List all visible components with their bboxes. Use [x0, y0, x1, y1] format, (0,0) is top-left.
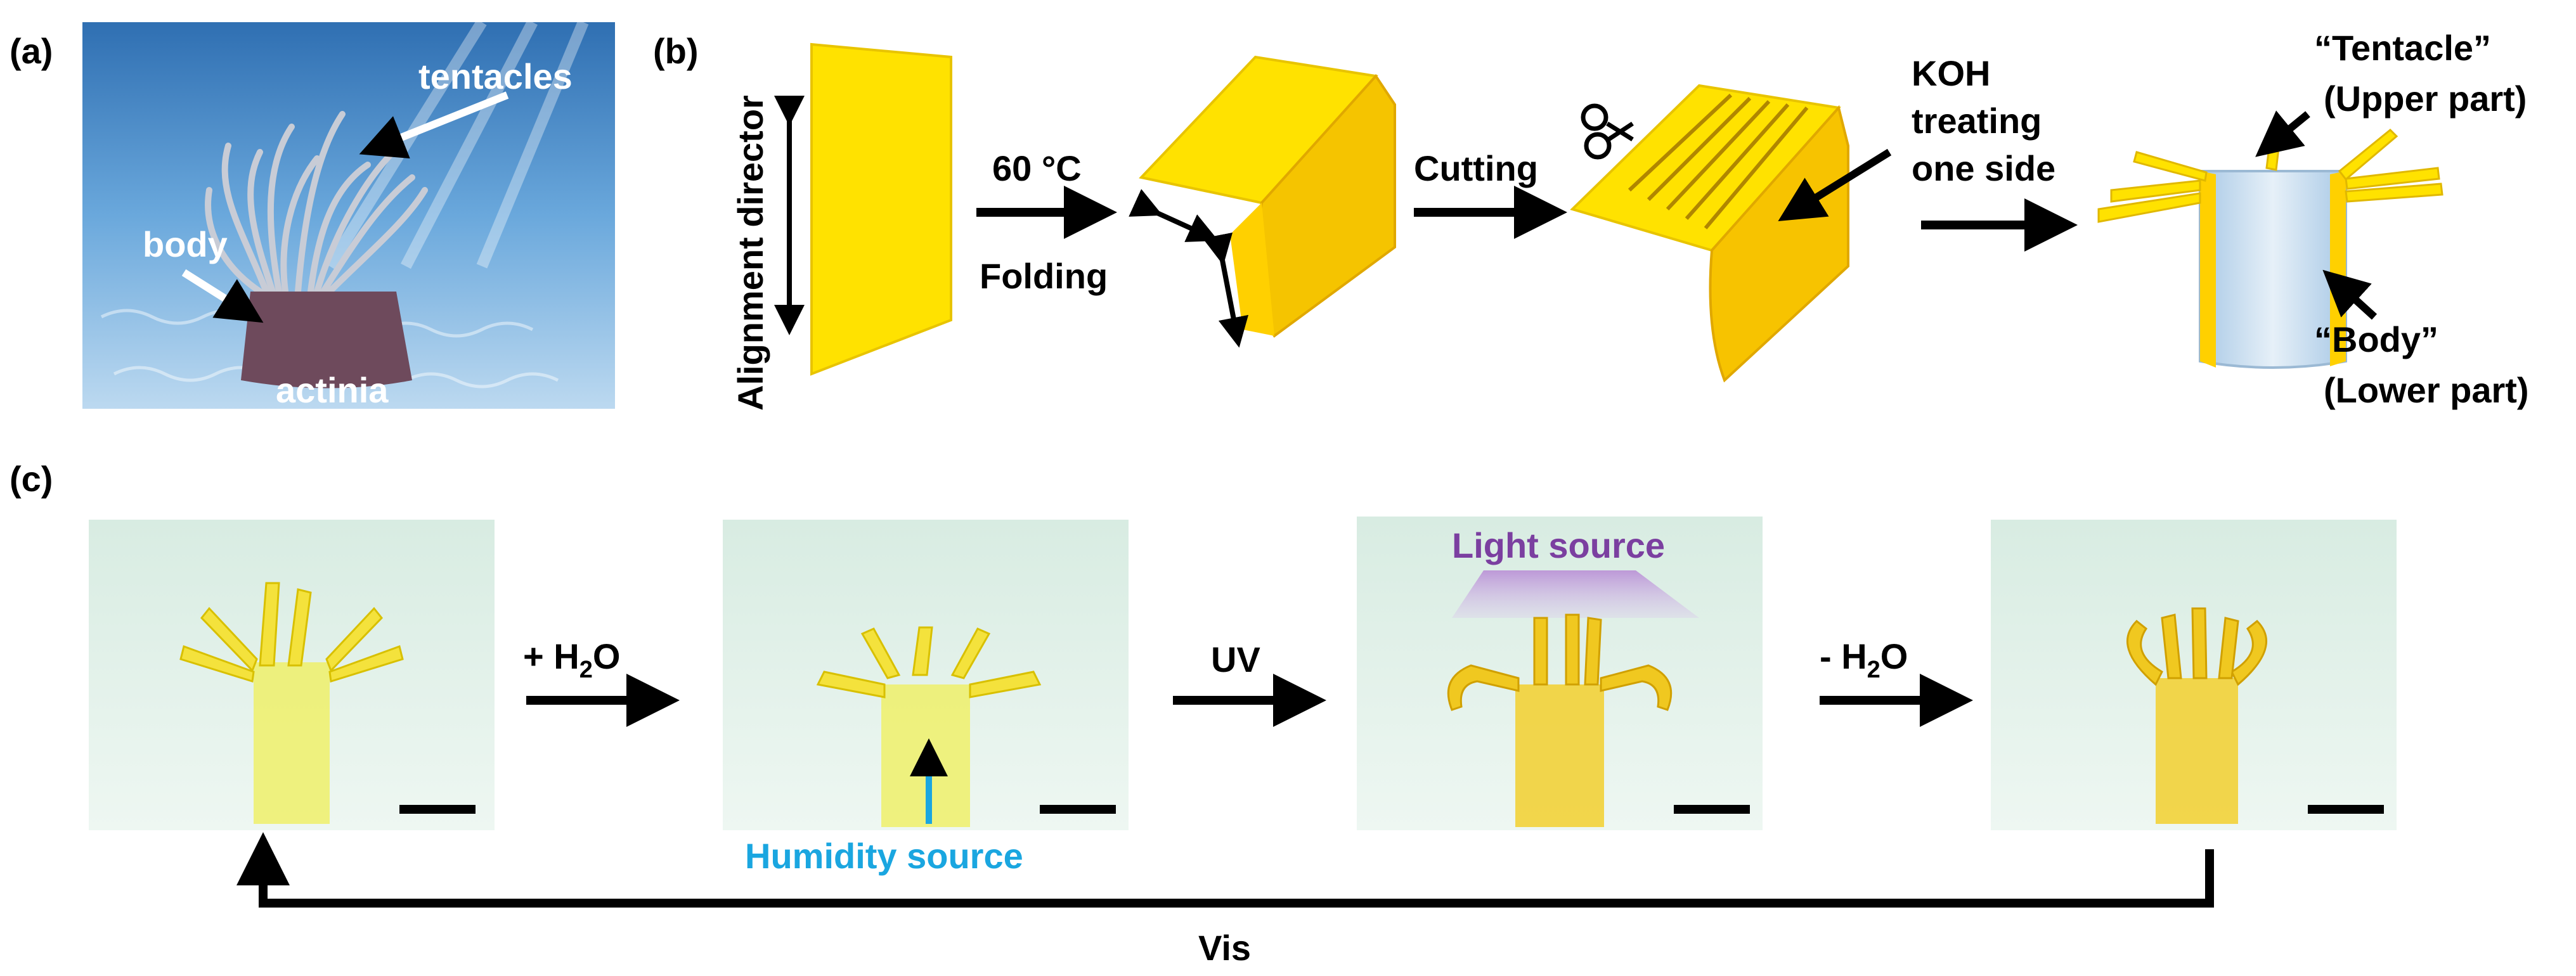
- light-source-label: Light source: [1452, 525, 1665, 565]
- panel-b: (b) Alignment director 60 °C Folding Cut…: [653, 28, 2529, 411]
- remove-h2o-label: - H2O: [1820, 636, 1908, 683]
- panel-a: (a) tentacles body: [10, 19, 615, 410]
- photo-initial: [89, 520, 495, 830]
- fold-double-arrow-upper-icon: [1129, 189, 1219, 242]
- fold-double-arrow-lower-icon: [1202, 232, 1249, 348]
- lower-part-label: (Lower part): [2324, 370, 2529, 410]
- actinia-body-drawing: [241, 292, 412, 388]
- body-pointer-b: [2322, 269, 2378, 320]
- panel-b-label: (b): [653, 31, 699, 71]
- upper-part-label: (Upper part): [2324, 79, 2527, 119]
- folding-label: Folding: [980, 256, 1108, 296]
- panel-c-label: (c): [10, 459, 53, 499]
- tentacles-label: tentacles: [418, 56, 573, 96]
- koh-label: KOH: [1912, 53, 1990, 93]
- vis-label: Vis: [1198, 928, 1251, 968]
- photo-recovered: [1991, 520, 2397, 830]
- cutting-label: Cutting: [1414, 148, 1538, 188]
- scale-bar: [1040, 805, 1116, 814]
- photo-humidity: [723, 520, 1129, 830]
- temperature-label: 60 °C: [992, 148, 1082, 188]
- body-label: body: [143, 224, 228, 264]
- cut-film: [1570, 84, 1849, 383]
- vis-return-arrow-icon: [236, 832, 2214, 908]
- folded-film: [1139, 55, 1396, 338]
- panel-a-label: (a): [10, 31, 53, 71]
- scale-bar: [1674, 805, 1750, 814]
- scissors-icon: [1581, 103, 1634, 160]
- light-cone: [1452, 570, 1699, 618]
- actuator-drawing: [2097, 128, 2443, 369]
- actinia-label: actinia: [276, 370, 389, 410]
- panel-c: (c) + H2O: [10, 459, 2397, 968]
- tentacle-pointer: [2255, 110, 2310, 157]
- scale-bar: [399, 805, 476, 814]
- body-pointer: [181, 269, 264, 323]
- flat-film: [810, 42, 952, 376]
- treating-label: treating: [1912, 101, 2042, 141]
- koh-side-pointer: [1778, 148, 1892, 221]
- photo-uv: [1357, 517, 1763, 830]
- humidity-source-label: Humidity source: [745, 836, 1023, 876]
- actinia-tentacles-drawing: [205, 111, 428, 295]
- add-h2o-label: + H2O: [523, 636, 620, 683]
- one-side-label: one side: [1912, 148, 2055, 188]
- scale-bar: [2308, 805, 2384, 814]
- tentacle-label: “Tentacle”: [2314, 28, 2491, 68]
- tentacles-pointer: [359, 91, 509, 159]
- alignment-director-label: Alignment director: [730, 95, 770, 411]
- body-label-b: “Body”: [2314, 319, 2438, 359]
- uv-label: UV: [1211, 639, 1260, 679]
